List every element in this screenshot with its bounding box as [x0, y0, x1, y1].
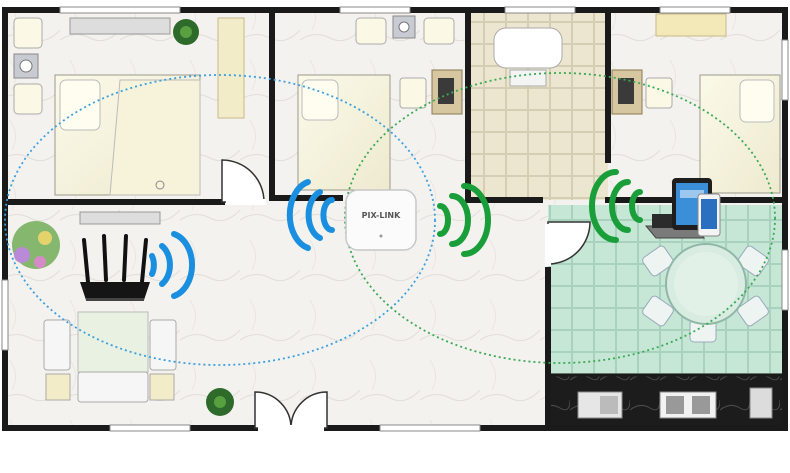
windows: [1, 6, 789, 432]
router-coverage-ellipse: [4, 74, 436, 366]
doors: [221, 159, 591, 429]
extender-signal-left-icon: [286, 179, 335, 251]
bed-icon: [54, 74, 201, 196]
extender-coverage-ellipse: [344, 72, 776, 364]
extender-brand-label: PIX-LINK: [362, 211, 401, 220]
toilet-icon: [493, 27, 563, 87]
dining-table-icon: [642, 243, 769, 343]
sofa-icon: [43, 311, 177, 403]
kitchen-appliances: [577, 387, 773, 419]
door-bedroom-1: [221, 159, 265, 203]
phone-icon: [697, 193, 721, 237]
door-kitchen: [547, 221, 591, 265]
plant-icon: [12, 221, 60, 269]
living-room-furniture: [12, 211, 234, 416]
extender-signal-right-icon: [437, 183, 491, 257]
router-icon: [80, 234, 150, 301]
bed-icon: [297, 74, 391, 191]
bedroom-2-furniture: [297, 15, 463, 191]
extender-icon: PIX-LINK: [345, 189, 417, 251]
plant-icon: [173, 19, 199, 45]
plant-icon: [206, 388, 234, 416]
door-entrance-right: [290, 391, 328, 429]
device-signal-icon: [589, 169, 643, 243]
router-signal-icon: [149, 231, 196, 299]
bedroom-3-furniture: [611, 13, 781, 194]
bedroom-1-furniture: [13, 17, 245, 196]
bed-icon: [699, 74, 781, 194]
